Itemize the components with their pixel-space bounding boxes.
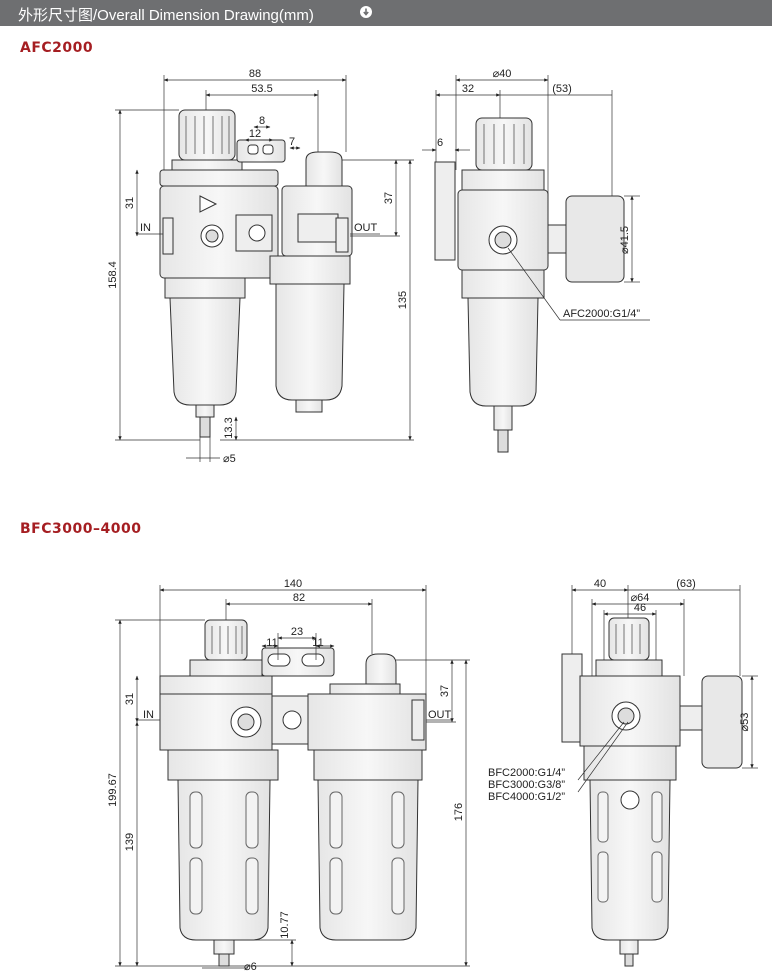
section-title-afc2000: AFC2000	[20, 40, 94, 56]
bfc-dim-11-left: 11	[266, 637, 277, 649]
circle-arrow-icon[interactable]	[359, 5, 373, 19]
afc-dim-53-5: 53.5	[251, 83, 272, 95]
bfc-port-out: OUT	[428, 709, 452, 721]
bfc-dim-37: 37	[439, 685, 451, 697]
bfc-side-dim-dia-64: ⌀64	[631, 592, 650, 604]
bfc-dim-10-77: 10.77	[279, 911, 291, 939]
afc-side-dim-dia-40: ⌀40	[493, 68, 512, 80]
bfc-side-dim-46: 46	[634, 602, 646, 614]
bfc-front-drawing	[159, 619, 427, 967]
bfc-side-dimensions	[571, 585, 758, 793]
afc2000-front-dimensions	[115, 75, 414, 462]
bfc-side-callout-4000: BFC4000:G1/2”	[488, 791, 565, 803]
afc-port-in: IN	[140, 222, 151, 234]
afc-dim-135: 135	[397, 291, 409, 309]
bfc-dim-82: 82	[293, 592, 305, 604]
bfc-side-callout-3000: BFC3000:G3/8”	[488, 779, 565, 791]
afc2000-side-drawing	[434, 117, 625, 453]
afc-side-dim-53: (53)	[552, 83, 572, 95]
afc-side-gauge-dia: ⌀41.5	[619, 226, 631, 254]
section-title-bfc3000-4000: BFC3000–4000	[20, 521, 142, 537]
afc-dim-37: 37	[383, 192, 395, 204]
bfc-dim-176: 176	[453, 803, 465, 821]
afc-side-port-callout: AFC2000:G1/4”	[563, 308, 640, 320]
afc-dim-31: 31	[124, 197, 136, 209]
bfc-dim-139: 139	[124, 833, 136, 851]
afc2000-front-drawing	[159, 109, 353, 438]
bfc-dim-31: 31	[124, 693, 136, 705]
afc-port-out: OUT	[354, 222, 378, 234]
bfc-dim-drain-dia: ⌀6	[244, 961, 257, 973]
bfc-dim-11-right: 11	[312, 637, 323, 649]
bfc-side-callout-2000: BFC2000:G1/4”	[488, 767, 565, 779]
afc-dim-13-3: 13.3	[223, 417, 235, 438]
bfc-front-dimensions	[115, 585, 470, 969]
afc2000-side-dimensions	[422, 75, 650, 321]
afc-dim-88: 88	[249, 68, 261, 80]
afc-dim-12: 12	[249, 128, 261, 140]
bfc-port-in: IN	[143, 709, 154, 721]
afc-dim-drain-dia: ⌀5	[223, 453, 236, 465]
bfc-dim-23: 23	[291, 626, 303, 638]
bfc-side-dim-63: (63)	[676, 578, 696, 590]
bfc-side-drawing	[561, 617, 743, 967]
afc-side-dim-32: 32	[462, 83, 474, 95]
afc-dim-7: 7	[289, 136, 295, 148]
header-bar: 外形尺寸图/Overall Dimension Drawing(mm)	[0, 0, 772, 26]
bfc-side-gauge-dia: ⌀53	[739, 713, 751, 732]
bfc-side-dim-40: 40	[594, 578, 606, 590]
bfc-dim-199-67: 199.67	[107, 773, 119, 807]
afc-dim-158-4: 158.4	[107, 261, 119, 289]
page-title: 外形尺寸图/Overall Dimension Drawing(mm)	[18, 7, 314, 24]
afc-side-dim-6: 6	[437, 137, 443, 149]
bfc-dim-140: 140	[284, 578, 302, 590]
afc-dim-8: 8	[259, 115, 265, 127]
